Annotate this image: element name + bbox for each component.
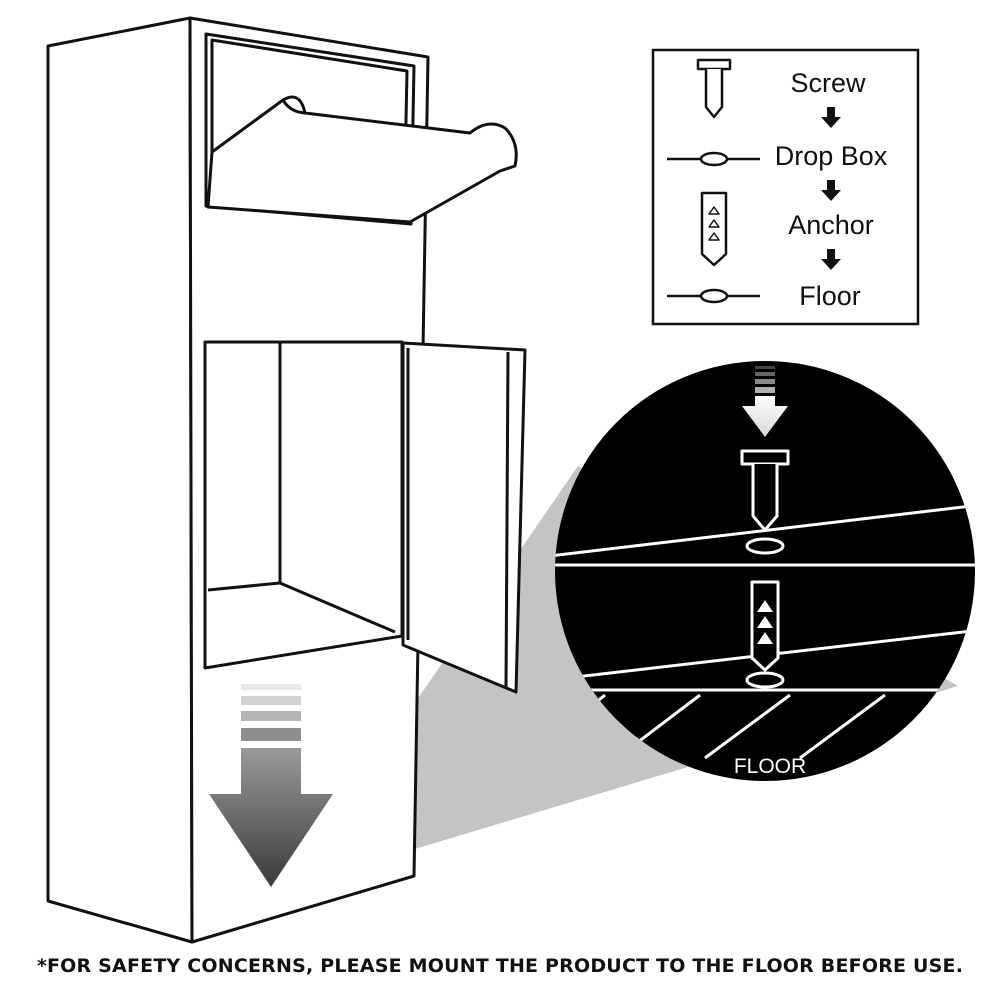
detail-down-arrow-icon: [742, 366, 788, 437]
legend-frame: [651, 48, 920, 326]
screw-icon: [696, 58, 732, 119]
legend-box: Screw Drop Box Anchor Floor: [651, 48, 920, 326]
drop-box-hole: [745, 537, 785, 555]
safety-footnote: *FOR SAFETY CONCERNS, PLEASE MOUNT THE P…: [36, 955, 964, 977]
mail-slot-flap: [206, 95, 518, 224]
cabinet-side-panel: [46, 16, 194, 944]
floor-hole: [745, 671, 785, 689]
detail-magnifier: FLOOR: [555, 361, 975, 781]
drop-box-icon: [667, 151, 760, 167]
legend-label-floor: Floor: [799, 281, 861, 311]
mail-slot-frame: [204, 32, 416, 226]
down-arrow-icon: [209, 684, 333, 887]
legend-label-screw: Screw: [790, 68, 866, 98]
legend-arrow-2: [821, 180, 841, 201]
legend-label-drop-box: Drop Box: [775, 141, 888, 171]
legend-arrow-3: [821, 249, 841, 270]
legend-label-anchor: Anchor: [788, 210, 874, 240]
anchor-icon: [700, 191, 728, 267]
floor-icon: [667, 288, 760, 304]
detail-anchor-icon: [750, 580, 780, 672]
floor-detail-label: FLOOR: [734, 755, 806, 778]
compartment-door: [401, 341, 527, 694]
detail-screw-icon: [740, 449, 790, 532]
flap-front-edge: [281, 99, 306, 115]
legend-arrow-1: [821, 107, 841, 128]
detail-circle: [555, 361, 975, 781]
